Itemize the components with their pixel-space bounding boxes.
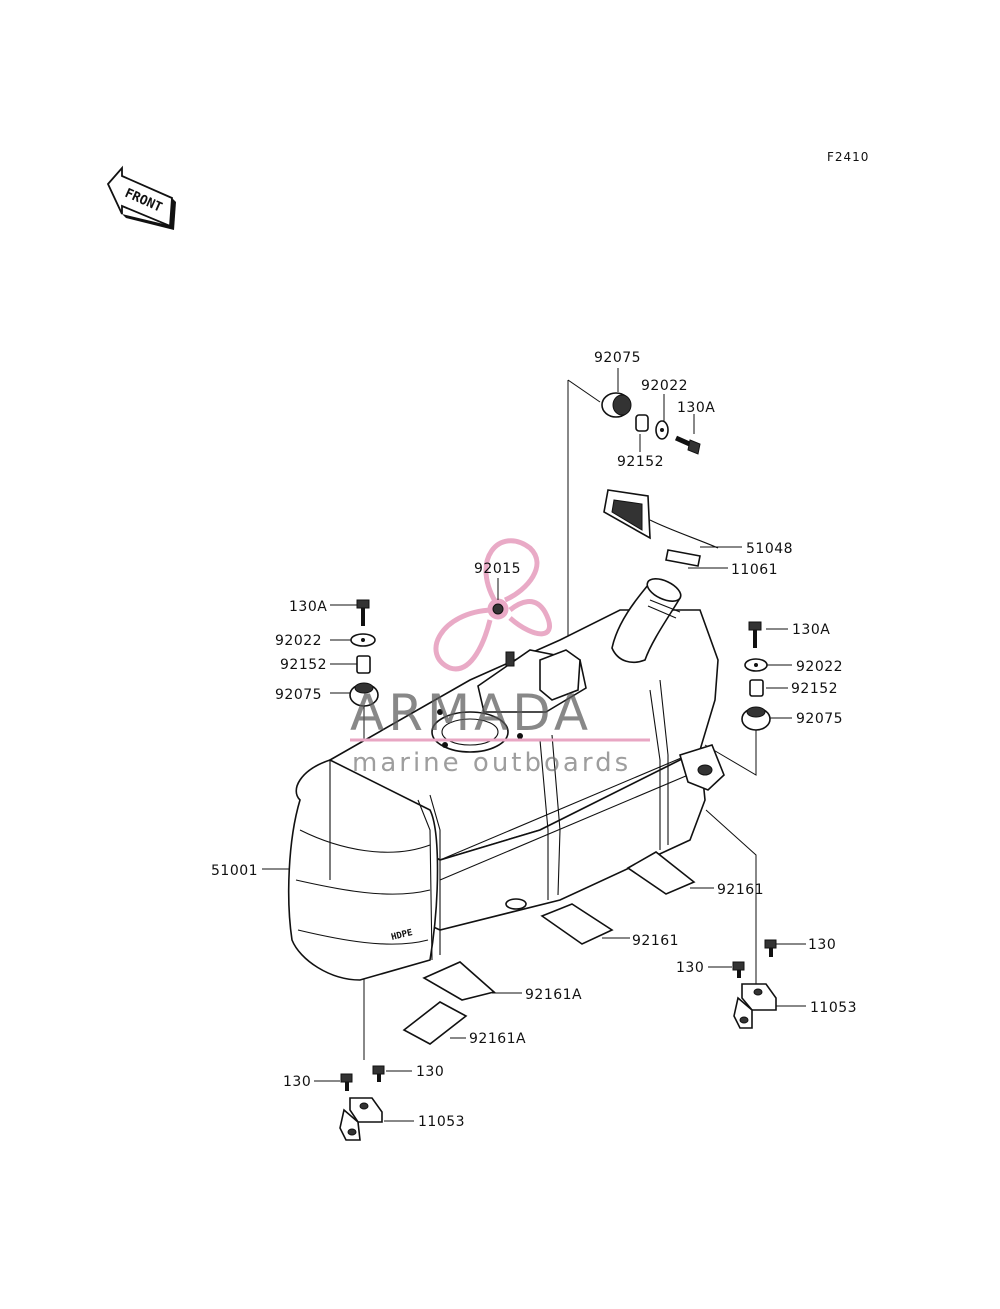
bolt-right-130A — [748, 621, 762, 648]
bracket-right-11053 — [733, 983, 777, 1029]
callout-left-bracket-bolt-1: 130 — [283, 1074, 311, 1090]
callout-pad-right: 92161 — [717, 882, 764, 898]
washer-right-92022 — [744, 658, 768, 672]
callout-right-bracket: 11053 — [810, 1000, 857, 1016]
callout-top-washer: 92022 — [641, 378, 688, 394]
callout-band: 51048 — [746, 541, 793, 557]
washer-top — [655, 420, 669, 440]
callout-left-bolt: 130A — [289, 599, 327, 615]
callout-tank: 51001 — [211, 863, 258, 879]
collar-top — [635, 414, 649, 432]
callout-left-washer: 92022 — [275, 633, 322, 649]
callout-left-collar: 92152 — [280, 657, 327, 673]
callout-left-bracket: 11053 — [418, 1114, 465, 1130]
callout-right-collar: 92152 — [791, 681, 838, 697]
callout-right-bracket-bolt-2: 130 — [676, 960, 704, 976]
grommet-left-92075 — [349, 682, 379, 707]
bolt-top — [674, 435, 701, 455]
pad-92161-mid — [540, 903, 614, 945]
watermark-subtitle: marine outboards — [352, 748, 631, 778]
seal-11061 — [665, 549, 701, 567]
callout-top-collar: 92152 — [617, 454, 664, 470]
collar-left-92152 — [356, 655, 371, 674]
callout-filler-seal: 11061 — [731, 562, 778, 578]
front-arrow-icon: FRONT — [106, 165, 176, 230]
bracket-left-11053 — [339, 1097, 383, 1141]
grommet-top — [601, 392, 632, 418]
bolt-left-130-1 — [340, 1073, 353, 1091]
band-51048 — [603, 489, 719, 549]
cap-nut-92015 — [492, 603, 504, 615]
callout-cap-nut: 92015 — [474, 561, 521, 577]
callout-labels: 92075 92022 130A 92152 51048 11061 92015… — [211, 350, 857, 1130]
bolt-left-130A — [356, 599, 370, 626]
grommet-right-92075 — [741, 706, 771, 731]
callout-right-washer: 92022 — [796, 659, 843, 675]
callout-left-bracket-bolt-2: 130 — [416, 1064, 444, 1080]
pad-92161A-upper — [422, 961, 496, 1001]
washer-left-92022 — [350, 633, 376, 647]
bolt-right-130-2 — [732, 961, 745, 978]
callout-top-bolt: 130A — [677, 400, 715, 416]
fuel-tank-51001: HDPE — [287, 578, 725, 981]
watermark-propeller-icon — [433, 538, 552, 672]
bolt-left-130-2 — [372, 1065, 385, 1082]
watermark-title: ARMADA — [350, 684, 592, 742]
callout-right-grommet: 92075 — [796, 711, 843, 727]
callout-pad-a-upper: 92161A — [525, 987, 582, 1003]
callout-right-bracket-bolt-1: 130 — [808, 937, 836, 953]
callout-right-bolt: 130A — [792, 622, 830, 638]
pad-92161-right — [626, 851, 696, 895]
figure-code: F2410 — [827, 150, 869, 164]
pad-92161A-lower — [402, 1001, 468, 1045]
callout-left-grommet: 92075 — [275, 687, 322, 703]
callout-top-grommet: 92075 — [594, 350, 641, 366]
collar-right-92152 — [749, 679, 764, 697]
callout-pad-mid: 92161 — [632, 933, 679, 949]
bolt-right-130-1 — [764, 939, 777, 957]
callout-pad-a-lower: 92161A — [469, 1031, 526, 1047]
